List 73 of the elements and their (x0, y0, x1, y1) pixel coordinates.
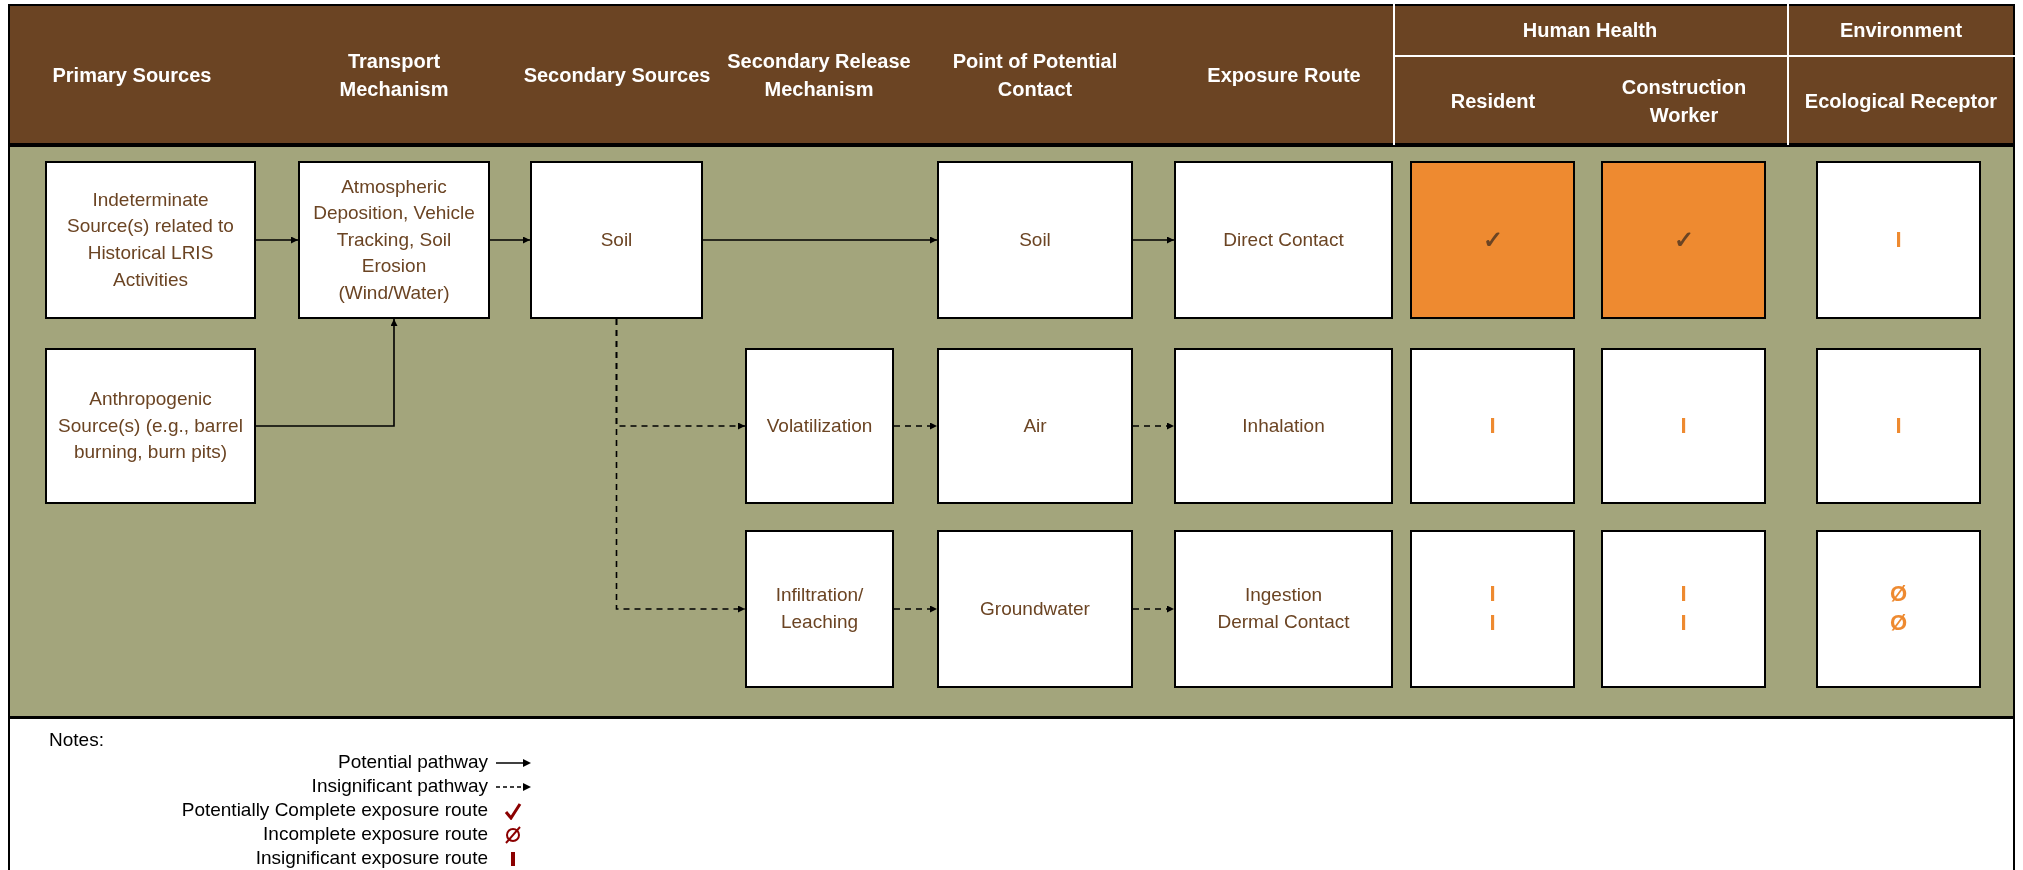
receptor-box (1816, 161, 1981, 319)
receptor-box (1601, 530, 1766, 688)
column-header: Ecological Receptor (1803, 89, 1999, 114)
legend-label: Incomplete exposure route (263, 823, 488, 845)
process-box (1174, 348, 1393, 504)
dashed-arrow (615, 318, 746, 613)
receptor-box (1410, 530, 1575, 688)
receptor-box (1410, 348, 1575, 504)
process-box (45, 348, 256, 504)
exposure-mark: I (1489, 580, 1496, 609)
box-label: Infiltration/ Leaching (774, 583, 865, 634)
dashed-arrow (893, 605, 938, 613)
legend-label: Insignificant exposure route (255, 847, 488, 869)
notes-heading: Notes: (49, 729, 104, 751)
exposure-mark: I (1680, 580, 1687, 609)
process-box (530, 161, 703, 319)
exposure-mark: Ø (1889, 609, 1908, 637)
dashed-arrow (1132, 422, 1175, 430)
legend-label: Insignificant pathway (311, 775, 488, 797)
process-box (937, 348, 1133, 504)
exposure-mark: I (1895, 225, 1902, 254)
column-header: Transport Mechanism (338, 49, 450, 102)
column-header: Human Health (1521, 18, 1659, 43)
process-box (745, 348, 894, 504)
box-label: Atmospheric Deposition, Vehicle Tracking, Soil Erosion (Wind/Water) (312, 174, 476, 305)
box-label: Direct Contact (1223, 227, 1344, 252)
highlighted-cell-box (1601, 161, 1766, 319)
arrow (255, 318, 398, 427)
exposure-mark: I (1489, 411, 1496, 440)
column-header: Secondary Sources (522, 63, 712, 88)
process-box (937, 530, 1133, 688)
exposure-mark: I (1489, 609, 1496, 637)
receptor-box (1601, 348, 1766, 504)
highlighted-cell-box (1410, 161, 1575, 319)
exposure-mark: ✓ (1482, 225, 1503, 256)
legend-label: Potential pathway (338, 751, 488, 773)
process-box (298, 161, 490, 319)
exposure-mark: Ø (1889, 580, 1908, 609)
dashed-arrow (1132, 605, 1175, 613)
process-box (1174, 530, 1393, 688)
legend-label: Potentially Complete exposure route (181, 799, 488, 821)
column-header: Environment (1838, 18, 1964, 43)
box-label: Soil (600, 227, 633, 252)
box-label: Air (1023, 413, 1047, 438)
process-box (1174, 161, 1393, 319)
arrow (255, 236, 299, 244)
column-header: Point of Potential Contact (951, 49, 1119, 102)
column-header: Secondary Release Mechanism (726, 49, 912, 102)
process-box (937, 161, 1133, 319)
process-box (745, 530, 894, 688)
process-box (45, 161, 256, 319)
box-label: Dermal Contact (1217, 610, 1350, 634)
receptor-box (1816, 530, 1981, 688)
exposure-mark: I (1680, 411, 1687, 440)
box-label: Indeterminate Source(s) related to Historical LRIS Activities (66, 187, 235, 292)
box-label: Volatilization (766, 413, 873, 438)
column-header: Exposure Route (1206, 63, 1362, 88)
arrow (1132, 236, 1175, 244)
column-header: Primary Sources (51, 63, 213, 88)
column-header: Resident (1449, 89, 1537, 114)
arrow (489, 236, 531, 244)
dashed-arrow (893, 422, 938, 430)
box-label: Ingestion (1244, 583, 1323, 608)
box-label: Groundwater (980, 596, 1090, 621)
exposure-mark: I (1680, 609, 1687, 637)
arrow (702, 236, 938, 244)
column-header: Construction Worker (1620, 75, 1748, 128)
box-label: Inhalation (1242, 413, 1325, 438)
receptor-box (1816, 348, 1981, 504)
exposure-mark: ✓ (1673, 225, 1694, 256)
box-label: Soil (1019, 227, 1051, 252)
box-label: Anthropogenic Source(s) (e.g., barrel burning, burn pits) (57, 387, 244, 465)
exposure-mark: I (1895, 411, 1902, 440)
